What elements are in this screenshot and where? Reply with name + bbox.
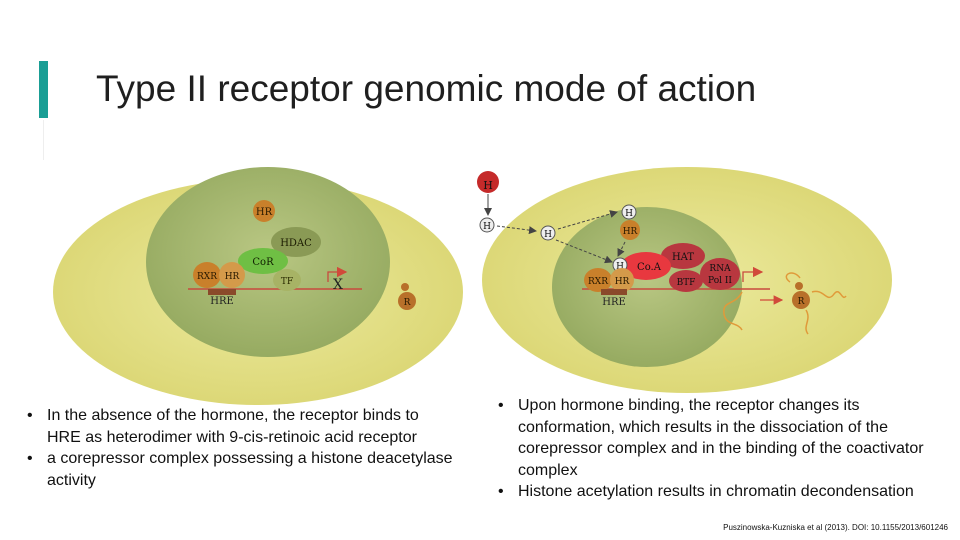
left-hr-dimer-label: HR: [225, 272, 240, 282]
right-hat-label: HAT: [672, 252, 694, 263]
bound-hormone: [621, 204, 637, 220]
left-repressed-protein: [398, 292, 416, 310]
left-bullet-list: In the absence of the hormone, the recep…: [27, 405, 457, 491]
left-bullet-item: a corepressor complex possessing a histo…: [27, 448, 457, 491]
right-h-mid-label: H: [544, 230, 552, 240]
polypeptide-strand: [785, 272, 847, 335]
right-h-dimer-label: H: [616, 262, 624, 272]
left-repressed-protein-top: [401, 283, 409, 291]
right-transcription-arrow: [742, 266, 764, 282]
right-hr-label: HR: [623, 227, 638, 237]
left-tf-label: TF: [281, 277, 293, 287]
right-h-bound-label: H: [625, 209, 633, 219]
hormone-in-cytoplasm: [479, 217, 495, 233]
right-bullet-list: Upon hormone binding, the receptor chang…: [498, 395, 928, 503]
right-rna-label: RNA: [709, 264, 731, 274]
hormone-outside-cell: [477, 171, 499, 193]
left-hr-label: HR: [256, 207, 273, 218]
left-bullet-item: In the absence of the hormone, the recep…: [27, 405, 457, 448]
right-coa-label: Co.A: [637, 262, 662, 273]
right-r-label: R: [798, 297, 805, 307]
hormone-to-receptor-arrow: [557, 210, 618, 230]
mrna-strand: [723, 291, 743, 331]
left-free-receptor: [253, 200, 275, 222]
right-rxr-label: RXR: [588, 277, 608, 287]
left-x-mark: X: [333, 277, 343, 293]
left-rxr-label: RXR: [197, 272, 217, 282]
hormone-nuclear-arrow: [496, 225, 537, 235]
title-divider: [43, 120, 44, 160]
left-hre-label: HRE: [210, 296, 234, 307]
right-bullet-item: Upon hormone binding, the receptor chang…: [498, 395, 928, 481]
left-corepressor: [238, 248, 288, 274]
citation: Puszinowska-Kuzniska et al (2013). DOI: …: [723, 523, 948, 532]
left-hdac-label: HDAC: [280, 238, 312, 249]
right-hat: [661, 243, 705, 269]
right-hre-label: HRE: [602, 297, 626, 308]
right-rxr: [584, 268, 612, 292]
right-pol-ii-label: Pol II: [708, 276, 732, 286]
left-hre-site: [208, 289, 236, 295]
right-btf: [669, 270, 703, 292]
right-cell: H H H H HR HAT Co.A H RXR HR BTF RNA Pol…: [477, 167, 892, 393]
left-tf: [273, 269, 301, 291]
right-hr-dimer: [610, 268, 634, 292]
right-h-left-label: H: [483, 222, 491, 232]
receptor-to-dna-arrow: [617, 241, 626, 257]
right-rna-polymerase: [700, 258, 740, 290]
right-expressed-protein: [792, 291, 810, 309]
right-h-top-label: H: [483, 179, 493, 192]
hormone-to-dimer-arrow: [555, 239, 613, 264]
left-blocked-arrow: [327, 266, 348, 282]
slide-title: Type II receptor genomic mode of action: [96, 68, 757, 109]
title-accent-bar: [39, 61, 48, 118]
right-hre-site: [601, 289, 627, 295]
right-free-receptor: [620, 220, 640, 240]
left-cor-label: CoR: [252, 257, 274, 268]
right-coactivator: [621, 252, 671, 280]
right-btf-label: BTF: [677, 278, 696, 288]
left-hr-dimer: [219, 262, 245, 288]
left-r-label: R: [404, 298, 411, 308]
right-bullet-item: Histone acetylation results in chromatin…: [498, 481, 928, 503]
right-expressed-protein-top: [795, 282, 803, 290]
left-cell: HR HDAC CoR RXR HR TF X HRE R: [53, 167, 463, 405]
left-hdac: [271, 227, 321, 257]
right-hr-dimer-label: HR: [615, 277, 630, 287]
hormone-in-nucleus: [540, 225, 556, 241]
left-rxr: [193, 262, 221, 288]
